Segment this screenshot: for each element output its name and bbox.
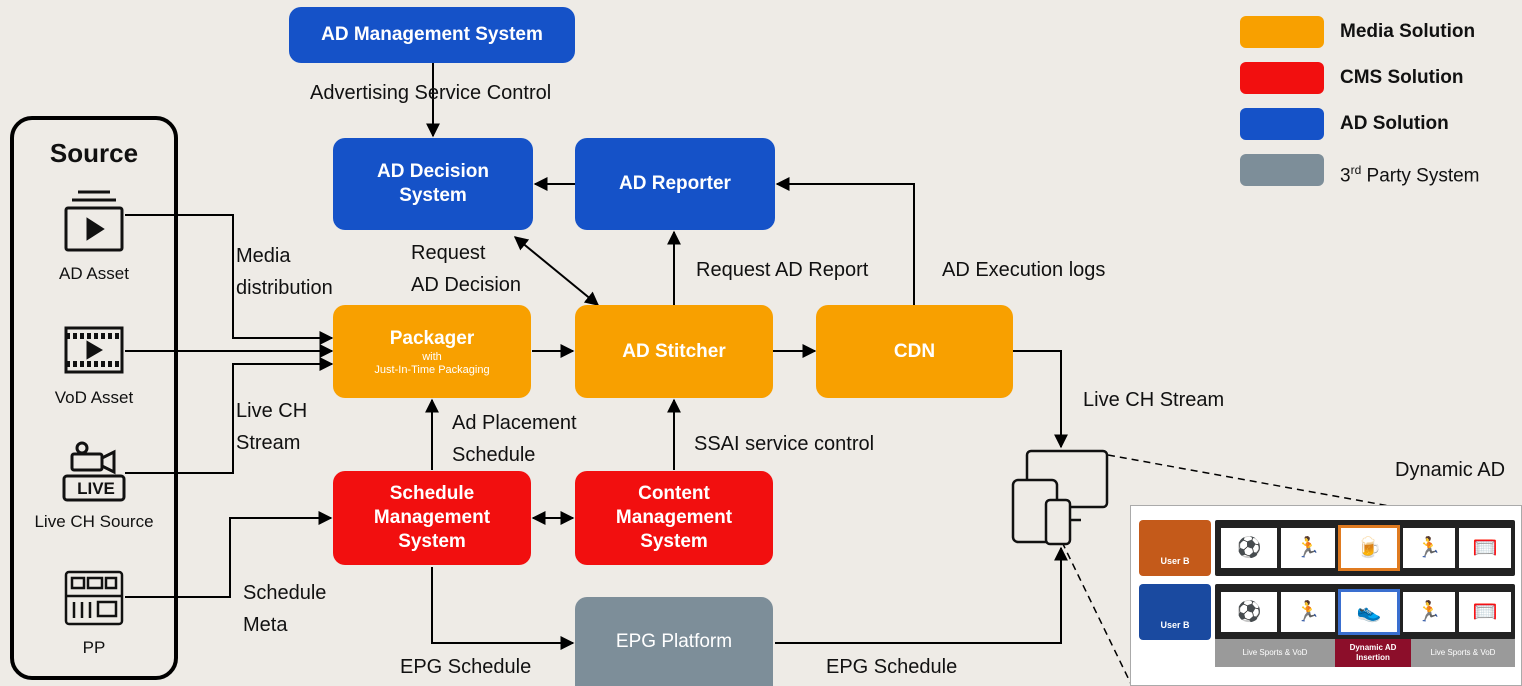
frame-ad-beer: 🍺 — [1338, 525, 1400, 571]
legend-third-party-text: Party System — [1361, 165, 1480, 187]
label-ad-placement-1: Ad Placement — [452, 412, 577, 434]
label-ad-execution-logs: AD Execution logs — [942, 259, 1106, 281]
label-request-ad-decision-2: AD Decision — [411, 274, 522, 296]
segment-live-sports-left: Live Sports & VoD — [1215, 639, 1335, 667]
frame-sports-8: 🥅 — [1459, 592, 1511, 632]
schedule-management-system-box: Schedule Management System — [333, 471, 531, 565]
legend-swatch-media — [1240, 16, 1324, 48]
frame-sports-1: ⚽ — [1221, 528, 1277, 568]
legend-swatch-ad — [1240, 108, 1324, 140]
frame-sports-3: 🏃 — [1403, 528, 1455, 568]
packager-subtitle-2: Just-In-Time Packaging — [374, 363, 490, 376]
source-label-live-ch-source: Live CH Source — [34, 512, 154, 531]
source-panel: Source AD Asset VoD Asset LIVE Live CH S… — [10, 116, 178, 680]
frame-sports-6: 🏃 — [1281, 592, 1335, 632]
packager-box: Packager with Just-In-Time Packaging — [333, 305, 531, 398]
frame-sports-5: ⚽ — [1221, 592, 1277, 632]
frame-sports-7: 🏃 — [1403, 592, 1455, 632]
arrow-adasset-to-packager — [125, 214, 334, 345]
source-label-pp: PP — [82, 638, 106, 657]
label-schedule-meta-2: Meta — [243, 614, 288, 636]
legend-third-party-number: 3 — [1340, 165, 1351, 187]
ad-asset-icon — [64, 190, 124, 252]
live-badge-text: LIVE — [77, 479, 115, 498]
frame-ad-shoe: 👟 — [1338, 589, 1400, 635]
legend-swatch-cms — [1240, 62, 1324, 94]
dynamic-ad-mockup: User B ⚽ 🏃 🍺 🏃 🥅 User B ⚽ 🏃 👟 🏃 🥅 Live S… — [1130, 505, 1522, 686]
legend-label-ad: AD Solution — [1340, 113, 1449, 134]
user-avatar-top: User B — [1139, 520, 1211, 576]
segment-live-sports-right: Live Sports & VoD — [1411, 639, 1515, 667]
label-epg-schedule-right: EPG Schedule — [826, 656, 958, 678]
video-strip-bottom: ⚽ 🏃 👟 🏃 🥅 — [1215, 584, 1515, 640]
epg-platform-box: EPG Platform — [575, 597, 773, 686]
arrow-cdn-to-reporter — [775, 177, 915, 307]
control-panel-icon — [64, 570, 124, 626]
user-avatar-bottom: User B — [1139, 584, 1211, 640]
segment-dynamic-ad-line1: Dynamic AD — [1349, 643, 1397, 652]
segment-dynamic-ad-line2: Insertion — [1356, 653, 1390, 662]
ad-management-system-box: AD Management System — [289, 7, 575, 63]
legend-label-cms: CMS Solution — [1340, 67, 1464, 88]
arrow-decision-stitcher — [513, 236, 600, 306]
cdn-box: CDN — [816, 305, 1013, 398]
frame-sports-4: 🥅 — [1459, 528, 1511, 568]
live-camera-icon — [62, 441, 126, 502]
legend-swatch-third-party — [1240, 154, 1324, 186]
label-advertising-service-control: Advertising Service Control — [310, 82, 552, 104]
arrow-schedule-to-epg — [431, 567, 575, 650]
dashed-callout-bottom — [1061, 541, 1133, 686]
multi-device-icon — [1011, 449, 1109, 546]
arrow-live-to-packager — [125, 357, 334, 474]
label-request-ad-decision-1: Request — [411, 242, 486, 264]
frame-sports-2: 🏃 — [1281, 528, 1335, 568]
source-label-vod-asset: VoD Asset — [54, 388, 134, 407]
label-live-ch-stream-left-2: Stream — [236, 432, 301, 454]
video-strip-top: ⚽ 🏃 🍺 🏃 🥅 — [1215, 520, 1515, 576]
ad-reporter-box: AD Reporter — [575, 138, 775, 230]
label-epg-schedule-left: EPG Schedule — [400, 656, 532, 678]
ad-decision-system-box: AD Decision System — [333, 138, 533, 230]
label-media-distribution-2: distribution — [236, 277, 333, 299]
ad-stitcher-box: AD Stitcher — [575, 305, 773, 398]
legend-label-media: Media Solution — [1340, 21, 1476, 42]
content-management-system-box: Content Management System — [575, 471, 773, 565]
arrow-epg-to-device — [775, 546, 1068, 644]
label-request-ad-report: Request AD Report — [696, 259, 869, 281]
vod-asset-icon — [64, 326, 124, 374]
label-media-distribution-1: Media — [236, 245, 291, 267]
source-label-ad-asset: AD Asset — [59, 264, 129, 283]
packager-subtitle: with — [422, 350, 442, 363]
packager-title: Packager — [389, 327, 475, 349]
label-ad-placement-2: Schedule — [452, 444, 536, 466]
source-title: Source — [49, 138, 139, 168]
arrow-cdn-to-device — [1013, 350, 1068, 449]
label-schedule-meta-1: Schedule — [243, 582, 327, 604]
label-ssai-service-control: SSAI service control — [694, 433, 875, 455]
segment-dynamic-ad-insertion: Dynamic AD Insertion — [1335, 639, 1411, 667]
label-live-ch-stream-left-1: Live CH — [236, 400, 308, 422]
legend-label-third-party: 3rd Party System — [1340, 158, 1480, 188]
legend-third-party-suffix: rd — [1350, 163, 1362, 177]
label-dynamic-ad: Dynamic AD — [1395, 459, 1506, 481]
label-live-ch-stream-right: Live CH Stream — [1083, 389, 1225, 411]
